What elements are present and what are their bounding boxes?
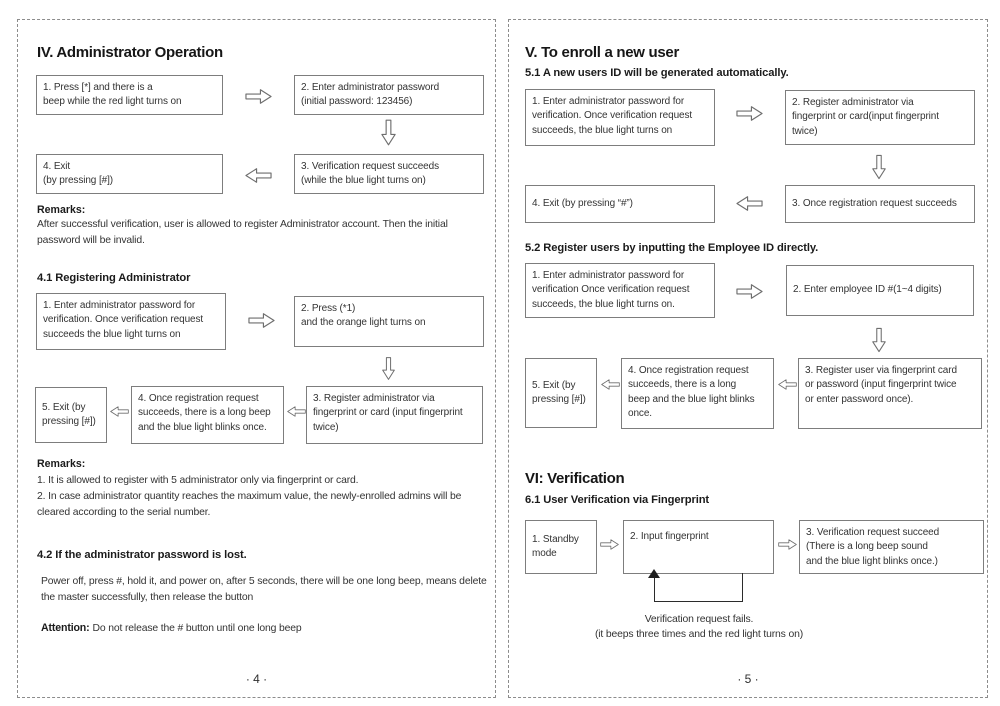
flow-box-iv-4: 4. Exit (by pressing [#]) [36,154,223,194]
page-5: V. To enroll a new user 5.1 A new users … [508,19,988,698]
arrow-right-icon [736,104,763,123]
page-4: IV. Administrator Operation 1. Press [*]… [17,19,496,698]
attention-label: Attention: [41,622,90,634]
arrow-right-icon [600,537,619,552]
flow-box-41-5: 5. Exit (by pressing [#]) [35,387,107,443]
flow-box-52-3: 3. Register user via fingerprint card or… [798,358,982,429]
remark-1: 1. It is allowed to register with 5 admi… [37,475,359,486]
section-41-heading: 4.1 Registering Administrator [37,272,191,284]
arrow-right-icon [778,537,797,552]
page-number: · 4 · [245,672,268,686]
section-iv-title: IV. Administrator Operation [37,44,223,61]
section-61-heading: 6.1 User Verification via Fingerprint [525,494,710,506]
flow-box-41-4: 4. Once registration request succeeds, t… [131,386,284,444]
fail-caption-line1: Verification request fails. [644,614,754,625]
flow-box-iv-2: 2. Enter administrator password (initial… [294,75,484,115]
arrow-right-icon [248,311,275,330]
arrow-down-icon [380,119,397,146]
section-51-heading: 5.1 A new users ID will be generated aut… [525,67,789,79]
flow-box-41-1: 1. Enter administrator password for veri… [36,293,226,350]
arrow-left-icon [736,194,763,213]
section-42-heading: 4.2 If the administrator password is los… [37,549,247,561]
flow-box-52-2: 2. Enter employee ID #(1~4 digits) [786,265,974,316]
flow-box-61-3: 3. Verification request succeed (There i… [799,520,984,574]
flow-box-52-4: 4. Once registration request succeeds, t… [621,358,774,429]
flow-box-61-1: 1. Standby mode [525,520,597,574]
section-52-heading: 5.2 Register users by inputting the Empl… [525,242,819,254]
flow-box-52-5: 5. Exit (by pressing [#]) [525,358,597,428]
arrow-left-icon [245,166,272,185]
flow-box-51-3: 3. Once registration request succeeds [785,185,975,223]
section-42-body: Power off, press #, hold it, and power o… [41,576,487,603]
arrow-left-icon [601,377,620,392]
remarks-label: Remarks: [37,204,86,216]
fail-caption-line2: (it beeps three times and the red light … [594,629,804,640]
arrow-right-icon [736,282,763,301]
flow-box-51-4: 4. Exit (by pressing “#”) [525,185,715,223]
remarks-text: After successful verification, user is a… [37,219,448,246]
flow-box-41-2: 2. Press (*1) and the orange light turns… [294,296,484,347]
flow-box-51-2: 2. Register administrator via fingerprin… [785,90,975,145]
arrow-left-icon [778,377,797,392]
flow-box-51-1: 1. Enter administrator password for veri… [525,89,715,146]
remarks-label: Remarks: [37,458,86,470]
section-v-title: V. To enroll a new user [525,44,679,61]
loop-line [654,573,743,602]
section-vi-title: VI: Verification [525,470,625,487]
remark-2: 2. In case administrator quantity reache… [37,491,462,518]
flow-box-iv-1: 1. Press [*] and there is a beep while t… [36,75,223,115]
flow-box-61-2: 2. Input fingerprint [623,520,774,574]
flow-box-52-1: 1. Enter administrator password for veri… [525,263,715,318]
flow-box-iv-3: 3. Verification request succeeds (while … [294,154,484,194]
loop-arrowhead-icon [648,569,660,578]
arrow-left-icon [110,404,129,419]
attention-line: Attention:Do not release the # button un… [41,621,302,637]
arrow-down-icon [381,356,396,381]
flow-box-41-3: 3. Register administrator via fingerprin… [306,386,483,444]
arrow-right-icon [245,87,272,106]
arrow-left-icon [287,404,306,419]
arrow-down-icon [871,154,887,180]
attention-text: Do not release the # button until one lo… [92,623,302,634]
arrow-down-icon [871,327,887,353]
page-number: · 5 · [737,672,759,686]
